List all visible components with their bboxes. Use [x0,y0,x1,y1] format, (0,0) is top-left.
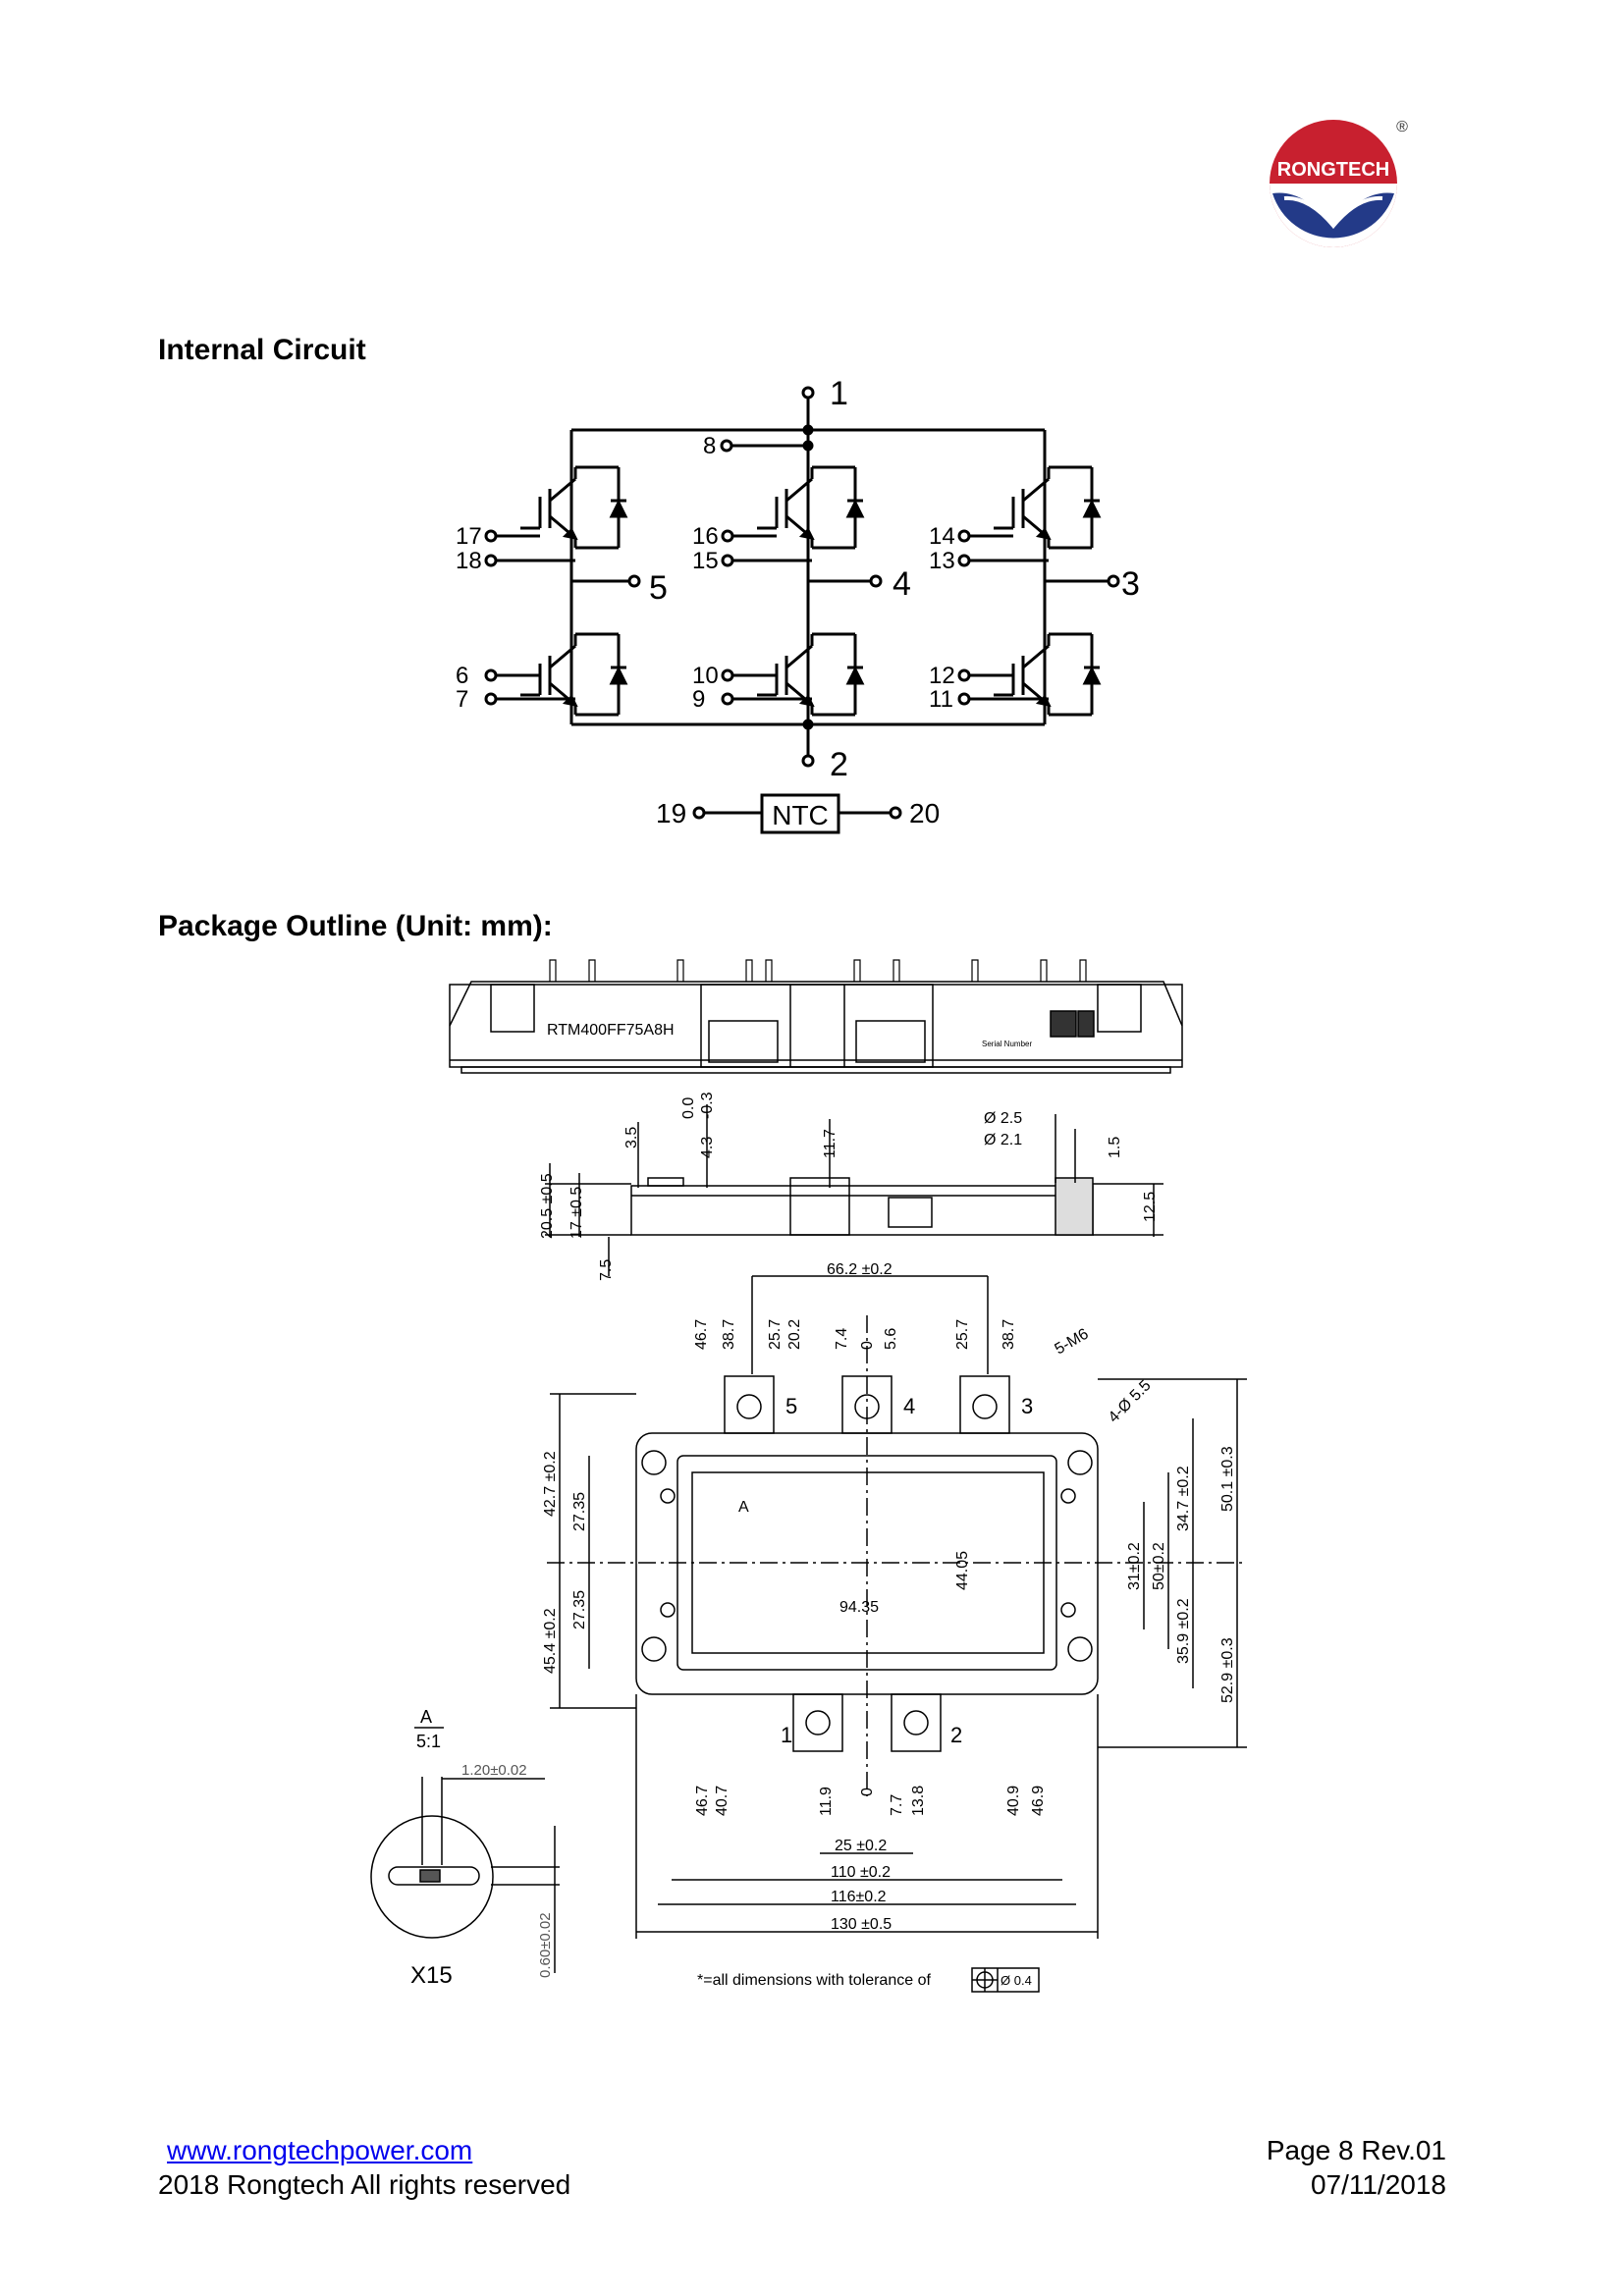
part-number: RTM400FF75A8H [547,1022,675,1039]
dim-50-1: 50.1 ±0.3 [1219,1446,1236,1512]
internal-circuit-diagram: 1 2 3 4 5 8 17 18 6 7 16 15 10 9 14 13 1… [456,375,1139,834]
ntc-label: NTC [772,800,829,830]
dim-94-35: 94.35 [839,1599,879,1616]
dim-25: 25 ±0.2 [835,1838,887,1854]
terminal-4: 4 [893,565,911,603]
rongtech-logo: RONGTECH ® [1265,110,1412,257]
terminal-14: 14 [929,523,955,550]
terminal-15: 15 [692,548,719,574]
tolerance-value: Ø 0.4 [1001,1973,1032,1988]
pin-1: 1 [781,1723,792,1747]
dim-phi-2-1: Ø 2.1 [984,1132,1022,1148]
terminal-7: 7 [456,686,468,713]
top-dim-38-7: 38.7 [721,1319,737,1350]
terminal-18: 18 [456,548,482,574]
pin-3: 3 [1021,1394,1033,1418]
dim-27-35-b: 27.35 [571,1590,588,1629]
dim-20-5: 20.5 ±0.5 [539,1173,556,1239]
top-dim-0: 0 [859,1341,876,1350]
terminal-5: 5 [649,569,668,607]
dim-110: 110 ±0.2 [831,1864,891,1881]
top-dim-7-4: 7.4 [834,1328,850,1350]
terminal-6: 6 [456,663,468,689]
dim-5-m6: 5-M6 [1053,1325,1092,1358]
dim-17: 17 ±0.5 [568,1187,585,1239]
terminal-11: 11 [929,686,953,713]
dim-52-9: 52.9 ±0.3 [1219,1637,1236,1703]
dim-neg-0-3: -0.3 [699,1092,716,1119]
dim-35-9: 35.9 ±0.2 [1175,1598,1192,1664]
dim-7-5: 7.5 [598,1259,615,1281]
terminal-20: 20 [909,798,940,828]
bottom-dim-11-9: 11.9 [818,1787,835,1816]
pin-2: 2 [950,1723,962,1747]
terminal-2: 2 [830,746,848,783]
bottom-dim-46-9: 46.9 [1030,1786,1047,1816]
terminal-9: 9 [692,686,705,713]
callout-a: A [738,1499,749,1516]
registered-mark: ® [1396,119,1408,135]
tolerance-note: *=all dimensions with tolerance of [697,1972,931,1989]
dim-0-60: 0.60±0.02 [537,1912,554,1978]
dim-31: 31±0.2 [1126,1542,1143,1590]
dim-34-7: 34.7 ±0.2 [1175,1466,1192,1531]
logo-text: RONGTECH [1277,159,1389,181]
dim-66-2: 66.2 ±0.2 [827,1261,893,1278]
dim-12-5: 12.5 [1142,1192,1159,1222]
bottom-dim-13-8: 13.8 [910,1786,927,1816]
detail-scale: 5:1 [416,1732,441,1751]
terminal-13: 13 [929,548,955,574]
dim-phi-2-5: Ø 2.5 [984,1110,1022,1127]
dim-116: 116±0.2 [831,1889,887,1905]
top-dim-46-7: 46.7 [693,1319,710,1350]
detail-a: A 5:1 1.20±0.02 0.60±0.02 X15 [370,1707,560,1989]
terminal-19: 19 [656,798,686,828]
terminal-12: 12 [929,663,955,689]
top-dim-20-2: 20.2 [786,1319,803,1350]
copyright-text: 2018 Rongtech All rights reserved [158,2169,571,2200]
top-dim-25-7: 25.7 [767,1319,784,1350]
document-date: 07/11/2018 [1310,2169,1446,2200]
front-view: RTM400FF75A8H Serial Number [449,959,1183,1074]
website-link[interactable]: www.rongtechpower.com [167,2135,473,2165]
bottom-dim-40-9: 40.9 [1005,1786,1022,1816]
top-dim-38-7b: 38.7 [1001,1319,1017,1350]
package-outline-drawing: RTM400FF75A8H Serial Number 3.5 0.0 4.3 … [370,959,1247,1993]
dim-1-20: 1.20±0.02 [461,1762,527,1779]
terminal-3: 3 [1121,565,1139,603]
heading-package-outline: Package Outline (Unit: mm): [158,910,553,942]
top-view: 66.2 ±0.2 46.7 38.7 25.7 20.2 7.4 0 5.6 … [542,1261,1247,1939]
dim-27-35-a: 27.35 [571,1492,588,1531]
dim-45-4: 45.4 ±0.2 [542,1608,559,1674]
terminal-1: 1 [830,375,848,412]
bottom-dim-40-7: 40.7 [714,1786,730,1816]
detail-name: X15 [410,1962,453,1989]
dim-42-7: 42.7 ±0.2 [542,1451,559,1517]
dim-4-holes: 4-Ø 5.5 [1106,1377,1155,1426]
dim-0-0: 0.0 [680,1097,697,1119]
terminal-17: 17 [456,523,482,550]
pin-4: 4 [903,1394,915,1418]
terminal-16: 16 [692,523,719,550]
pin-5: 5 [785,1394,797,1418]
heading-internal-circuit: Internal Circuit [158,334,366,366]
terminal-8: 8 [703,433,716,459]
dim-130: 130 ±0.5 [831,1916,892,1933]
terminal-10: 10 [692,663,719,689]
serial-number-label: Serial Number [982,1040,1032,1048]
dim-44-05: 44.05 [954,1551,971,1590]
page-revision: Page 8 Rev.01 [1266,2135,1446,2165]
dim-50: 50±0.2 [1151,1542,1167,1590]
bottom-dim-7-7: 7.7 [889,1794,905,1816]
side-view: 3.5 0.0 4.3 -0.3 11.7 Ø 2.5 Ø 2.1 1.5 20… [539,1092,1163,1281]
dim-4-3: 4.3 [699,1137,716,1158]
bottom-dim-0: 0 [859,1788,876,1796]
top-dim-5-6: 5.6 [883,1328,899,1350]
top-dim-25-7b: 25.7 [954,1319,971,1350]
detail-label: A [420,1707,432,1727]
dim-1-5: 1.5 [1107,1137,1123,1158]
dim-3-5: 3.5 [623,1127,640,1148]
bottom-dim-46-7: 46.7 [694,1786,711,1816]
dim-11-7: 11.7 [822,1129,839,1158]
